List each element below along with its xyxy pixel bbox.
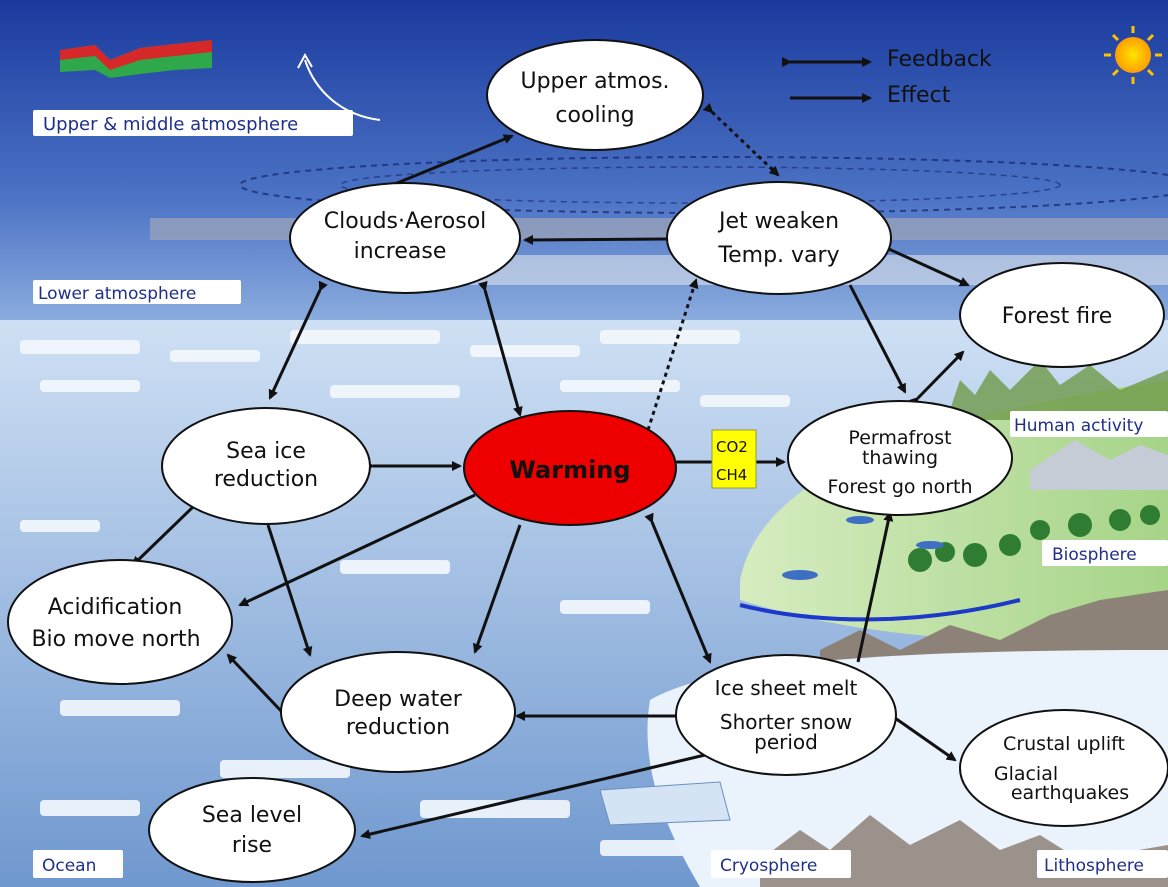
node-jet-weaken: Jet weaken Temp. vary (666, 181, 892, 295)
region-label-box (33, 280, 241, 304)
node-acidification: Acidification Bio move north (7, 559, 233, 685)
svg-text:Shorter snow: Shorter snow (720, 710, 852, 734)
arrow-sea-ice-to-acidification (131, 503, 197, 567)
svg-text:cooling: cooling (555, 103, 634, 128)
node-ice-sheet-melt: Ice sheet melt Shorter snow period (675, 654, 897, 776)
region-upper-middle-atmosphere: Upper & middle atmosphere (43, 114, 298, 135)
region-label-box (33, 850, 123, 878)
svg-text:Clouds·Aerosol: Clouds·Aerosol (324, 209, 487, 234)
permafrost-boundary (739, 598, 1021, 622)
region-label-box (1042, 540, 1168, 566)
node-deep-water-reduction: Deep water reduction (280, 651, 516, 773)
feedback-permafrost-forest-fire (908, 350, 965, 408)
node-permafrost: Permafrost thawing Forest go north (787, 400, 1013, 516)
svg-text:reduction: reduction (214, 467, 318, 492)
dotted-feedback-cooling-jet (702, 102, 780, 177)
svg-text:Temp. vary: Temp. vary (717, 243, 839, 268)
feedback-clouds-sea-ice (268, 280, 328, 400)
gas-label-box: CO2 CH4 (711, 429, 757, 489)
region-label-box (1010, 411, 1168, 437)
svg-text:increase: increase (354, 239, 447, 264)
arrow-warming-to-acidification (238, 493, 476, 607)
svg-text:Upper atmos.: Upper atmos. (520, 69, 669, 94)
arrow-deep-water-to-acidification (226, 653, 284, 714)
forest-trees (908, 505, 1160, 572)
connectors (131, 102, 970, 840)
atmosphere-swirl (339, 166, 1061, 204)
svg-text:earthquakes: earthquakes (1011, 782, 1129, 804)
arrow-clouds-to-upper-cooling (384, 134, 514, 190)
region-label-box (1037, 850, 1168, 878)
svg-text:Permafrost: Permafrost (848, 427, 951, 449)
land-region (740, 380, 1168, 641)
sea-ice-floes (20, 330, 790, 856)
arrow-ice-sheet-to-permafrost (856, 511, 894, 663)
svg-text:period: period (754, 730, 818, 754)
node-sea-level-rise: Sea level rise (148, 777, 356, 883)
node-forest-fire: Forest fire (959, 262, 1165, 368)
arrow-ice-sheet-to-crustal-uplift (894, 716, 957, 762)
svg-text:Sea level: Sea level (202, 803, 302, 828)
region-lower-atmosphere: Lower atmosphere (38, 284, 196, 304)
node-sea-ice-reduction: Sea ice reduction (161, 407, 371, 525)
mountains (1030, 440, 1168, 490)
glacier-tongue (599, 781, 731, 826)
node-crustal-uplift: Crustal uplift Glacial earthquakes (959, 709, 1168, 827)
region-biosphere: Biosphere (1052, 545, 1137, 565)
svg-text:Jet weaken: Jet weaken (717, 209, 839, 234)
svg-text:Crustal uplift: Crustal uplift (1003, 733, 1125, 755)
feedback-clouds-warming (478, 280, 523, 417)
arrow-jet-to-clouds (523, 234, 669, 245)
arrow-jet-to-forest-fire (879, 243, 970, 287)
rising-arrow-icon (304, 59, 381, 121)
node-upper-atmos-cooling: Upper atmos. cooling (486, 39, 704, 151)
thaw-lakes (782, 516, 944, 580)
region-ocean: Ocean (42, 856, 96, 876)
svg-text:Forest fire: Forest fire (1002, 304, 1112, 329)
dotted-warming-to-jet (646, 278, 699, 431)
region-cryosphere: Cryosphere (720, 856, 817, 876)
svg-text:Glacial: Glacial (994, 763, 1058, 785)
legend: Feedback Effect (782, 47, 992, 108)
arrow-ice-sheet-to-sea-level (360, 753, 706, 840)
svg-text:Forest go north: Forest go north (827, 476, 972, 498)
legend-feedback-label: Feedback (887, 47, 992, 72)
svg-text:thawing: thawing (862, 447, 938, 469)
svg-text:Deep water: Deep water (334, 687, 463, 712)
svg-text:Warming: Warming (509, 456, 630, 484)
feedback-warming-ice-sheet (644, 512, 712, 664)
svg-text:Bio move north: Bio move north (31, 627, 200, 652)
human-settlement (950, 360, 1168, 420)
arrow-jet-to-permafrost (848, 284, 907, 394)
ch4-label: CH4 (716, 466, 747, 484)
svg-text:Sea ice: Sea ice (226, 439, 306, 464)
svg-text:Ice sheet melt: Ice sheet melt (715, 676, 858, 700)
legend-effect-label: Effect (887, 83, 951, 108)
region-label-box (711, 850, 851, 878)
sun-icon (1104, 26, 1162, 84)
svg-text:Acidification: Acidification (48, 595, 183, 620)
arrow-warming-to-deep-water (472, 524, 522, 654)
region-human-activity: Human activity (1014, 416, 1143, 436)
svg-text:rise: rise (232, 833, 272, 858)
node-clouds-aerosol: Clouds·Aerosol increase (289, 182, 521, 294)
co2-label: CO2 (716, 438, 748, 456)
region-label-box (33, 110, 353, 136)
arrow-sea-ice-to-deep-water (266, 524, 313, 657)
region-lithosphere: Lithosphere (1044, 856, 1144, 876)
svg-text:reduction: reduction (346, 715, 450, 740)
temperature-profile-icon (60, 40, 212, 78)
node-warming: Warming (463, 410, 677, 526)
